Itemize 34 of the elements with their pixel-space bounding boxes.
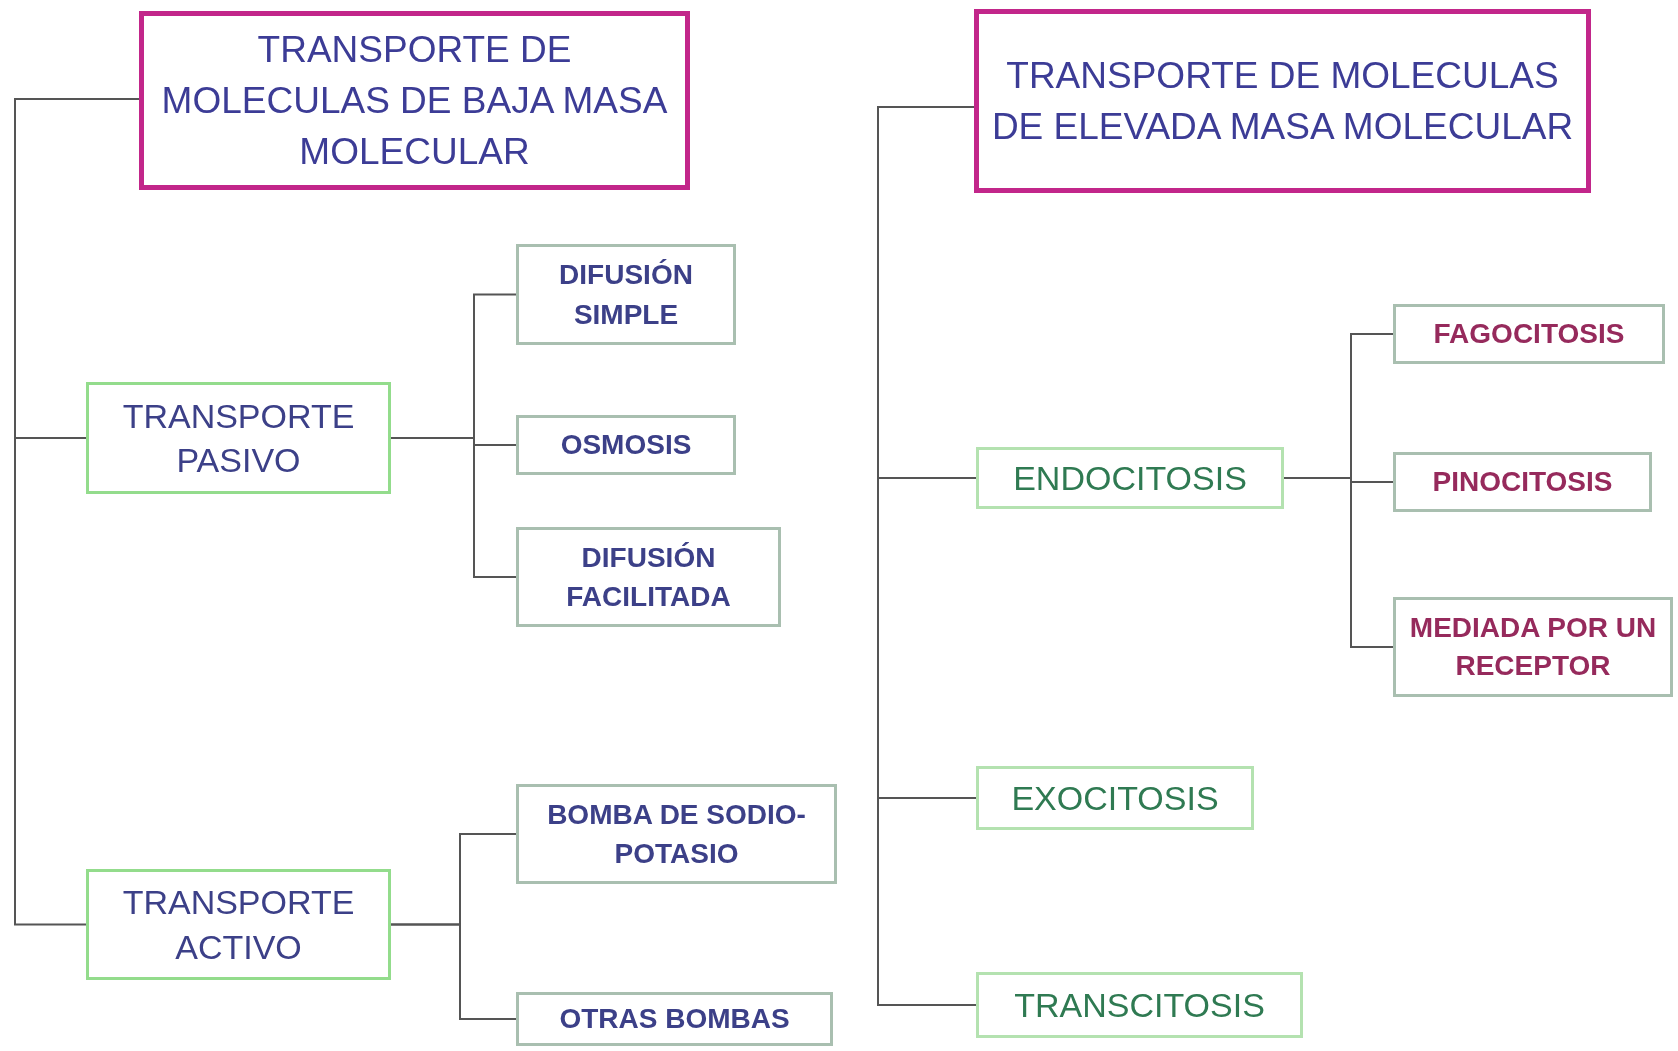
box-label: TRANSCITOSIS	[1013, 984, 1266, 1026]
connector-line	[390, 923, 517, 1020]
connector-line	[1283, 477, 1394, 648]
box-label: FAGOCITOSIS	[1432, 317, 1626, 352]
box-label: ENDOCITOSIS	[1012, 457, 1248, 499]
box-label: MEDIADA POR UN RECEPTOR	[1408, 611, 1658, 683]
title-box	[974, 9, 1591, 193]
concept-box	[86, 869, 391, 980]
concept-box	[976, 972, 1303, 1038]
concept-box	[516, 527, 781, 627]
concept-box	[1393, 304, 1665, 364]
box-label: TRANSPORTE PASIVO	[121, 395, 356, 481]
box-label: TRANSPORTE DE MOLECULAS DE BAJA MASA MOLECULAR	[160, 27, 669, 174]
box-label: BOMBA DE SODIO-POTASIO	[546, 797, 807, 871]
title-box	[139, 11, 690, 190]
concept-box	[516, 992, 833, 1046]
concept-box	[1393, 452, 1652, 512]
box-label: OTRAS BOMBAS	[558, 1002, 791, 1037]
concept-box	[976, 447, 1284, 509]
connector-line	[877, 106, 977, 1006]
box-label: PINOCITOSIS	[1431, 465, 1614, 500]
concept-box	[976, 766, 1254, 830]
box-label: TRANSPORTE DE MOLECULAS DE ELEVADA MASA MOLECULAR	[990, 53, 1575, 149]
concept-box	[1393, 597, 1673, 697]
connector-line	[390, 437, 517, 578]
box-label: TRANSPORTE ACTIVO	[121, 882, 356, 968]
box-label: DIFUSIÓN SIMPLE	[558, 258, 694, 332]
box-label: DIFUSIÓN FACILITADA	[565, 540, 732, 614]
concept-box	[516, 415, 736, 475]
box-label: OSMOSIS	[559, 428, 693, 463]
concept-box	[86, 382, 391, 494]
concept-box	[516, 784, 837, 884]
box-label: EXOCITOSIS	[1010, 777, 1220, 819]
concept-box	[516, 244, 736, 345]
